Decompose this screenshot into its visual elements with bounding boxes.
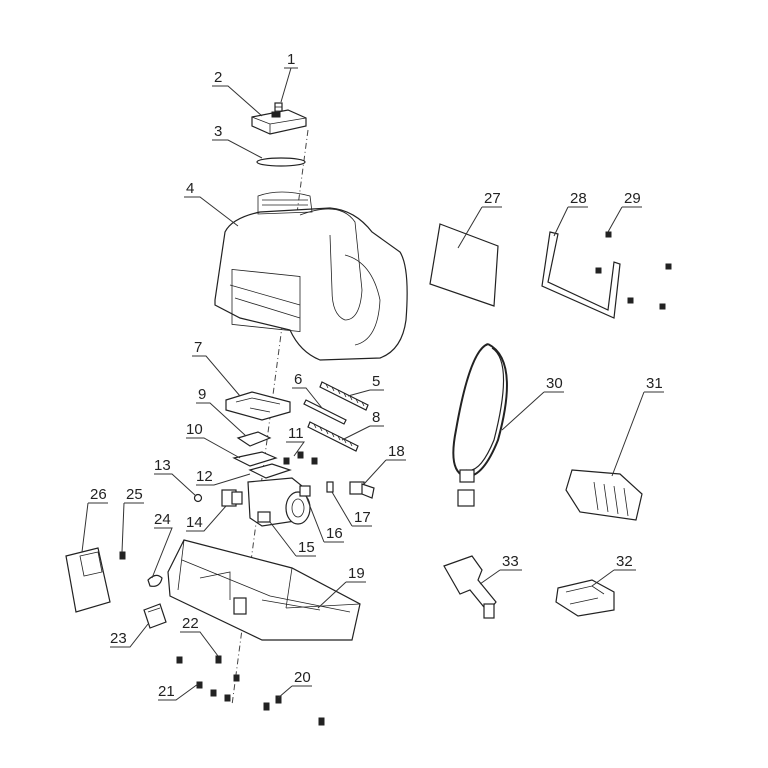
part-28-frame xyxy=(541,231,621,319)
part-9-plate xyxy=(236,431,272,447)
svg-text:33: 33 xyxy=(502,553,519,570)
svg-text:23: 23 xyxy=(110,630,127,647)
svg-text:25: 25 xyxy=(126,486,143,503)
svg-text:26: 26 xyxy=(90,486,107,503)
svg-text:10: 10 xyxy=(186,421,203,438)
svg-text:24: 24 xyxy=(154,511,171,528)
callout-4: 4 xyxy=(184,180,239,227)
callout-26: 26 xyxy=(81,486,108,553)
svg-text:29: 29 xyxy=(624,190,641,207)
svg-text:14: 14 xyxy=(186,514,203,531)
part-27-panel xyxy=(429,223,499,307)
callout-13: 13 xyxy=(154,457,197,497)
part-29-screws xyxy=(595,231,672,310)
callout-31: 31 xyxy=(611,375,664,477)
part-32-battery xyxy=(555,579,615,617)
callout-32: 32 xyxy=(591,553,636,587)
part-10-plate xyxy=(232,451,278,467)
part-2-tank-cap xyxy=(251,109,307,135)
callout-20: 20 xyxy=(277,669,312,699)
svg-text:12: 12 xyxy=(196,468,213,485)
svg-text:19: 19 xyxy=(348,565,365,582)
svg-text:21: 21 xyxy=(158,683,175,700)
svg-text:3: 3 xyxy=(214,123,222,140)
part-30-hose xyxy=(452,343,508,507)
svg-text:13: 13 xyxy=(154,457,171,474)
callout-17: 17 xyxy=(331,491,372,527)
svg-text:8: 8 xyxy=(372,409,380,426)
callout-22: 22 xyxy=(180,615,219,657)
callout-21: 21 xyxy=(158,683,199,701)
callout-3: 3 xyxy=(212,123,263,159)
svg-text:31: 31 xyxy=(646,375,663,392)
part-25-screw xyxy=(119,551,126,560)
callout-5: 5 xyxy=(347,373,384,397)
callout-7: 7 xyxy=(192,339,241,397)
svg-text:27: 27 xyxy=(484,190,501,207)
callout-18: 18 xyxy=(363,443,406,485)
svg-text:11: 11 xyxy=(288,425,304,442)
part-22-screw xyxy=(215,655,222,664)
callout-25: 25 xyxy=(121,486,144,553)
part-12-plate xyxy=(248,463,292,479)
svg-text:22: 22 xyxy=(182,615,199,632)
part-7-bracket xyxy=(225,391,291,421)
callout-30: 30 xyxy=(501,375,564,431)
callout-9: 9 xyxy=(196,386,247,437)
callout-29: 29 xyxy=(607,190,642,233)
svg-text:20: 20 xyxy=(294,669,311,686)
callout-16: 16 xyxy=(305,495,344,543)
part-19-base-housing xyxy=(167,539,361,641)
part-14-fitting xyxy=(221,489,243,507)
callout-2: 2 xyxy=(212,69,263,117)
callout-28: 28 xyxy=(553,190,588,237)
svg-text:9: 9 xyxy=(198,386,206,403)
part-24-wire-clip xyxy=(147,574,163,587)
callout-10: 10 xyxy=(186,421,241,459)
svg-text:16: 16 xyxy=(326,525,343,542)
part-13-nut xyxy=(193,493,203,503)
callout-11: 11 xyxy=(286,425,305,457)
svg-text:30: 30 xyxy=(546,375,563,392)
callout-27: 27 xyxy=(457,190,502,249)
part-3-gasket xyxy=(256,157,306,167)
callout-6: 6 xyxy=(292,371,323,409)
part-23-switch xyxy=(143,603,167,629)
callout-15: 15 xyxy=(269,521,316,557)
part-26-cover-plate xyxy=(65,547,111,613)
callout-1: 1 xyxy=(280,51,298,103)
svg-text:4: 4 xyxy=(186,180,194,197)
callout-33: 33 xyxy=(479,553,522,585)
svg-text:2: 2 xyxy=(214,69,222,86)
svg-text:32: 32 xyxy=(616,553,633,570)
part-21-screws xyxy=(176,656,240,702)
part-20-screws xyxy=(263,695,325,726)
part-15-pump-motor xyxy=(247,477,311,527)
part-16-end-cap xyxy=(299,485,311,497)
callout-12: 12 xyxy=(196,468,251,486)
callout-8: 8 xyxy=(341,409,384,441)
callout-19: 19 xyxy=(317,565,366,609)
callout-23: 23 xyxy=(110,623,149,648)
part-17-plug xyxy=(326,481,334,493)
svg-text:7: 7 xyxy=(194,339,202,356)
svg-text:1: 1 xyxy=(287,51,295,68)
svg-text:6: 6 xyxy=(294,371,302,388)
part-4-water-tank xyxy=(214,191,408,361)
part-11-screws xyxy=(283,451,318,465)
part-6-pin xyxy=(303,399,347,425)
svg-text:18: 18 xyxy=(388,443,405,460)
part-33-spray-gun xyxy=(443,555,497,619)
part-5-spring xyxy=(319,381,369,411)
part-31-charger xyxy=(565,469,643,521)
part-18-connector xyxy=(349,481,375,499)
callout-24: 24 xyxy=(151,511,173,579)
svg-text:5: 5 xyxy=(372,373,380,390)
part-8-spring xyxy=(307,421,359,452)
svg-text:17: 17 xyxy=(354,509,371,526)
svg-text:28: 28 xyxy=(570,190,587,207)
svg-text:15: 15 xyxy=(298,539,315,556)
callout-14: 14 xyxy=(186,505,227,532)
